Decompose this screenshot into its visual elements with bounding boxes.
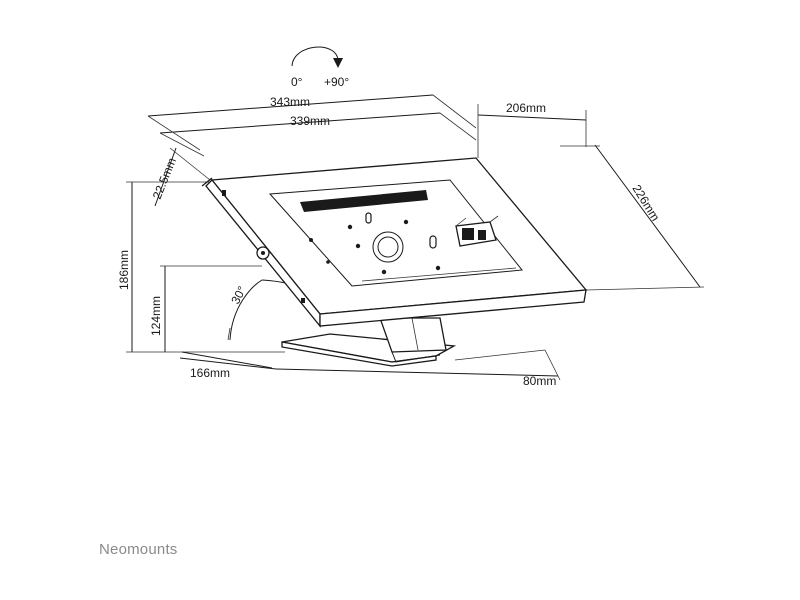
frame-height-label: 226mm [629, 182, 662, 223]
width-dimension-lines [147, 94, 477, 157]
thickness-dimension-lines [154, 147, 211, 207]
inner-width-label: 339mm [290, 114, 330, 128]
base-width-label: 80mm [523, 374, 556, 388]
pivot-height-label: 124mm [149, 296, 163, 336]
total-height-label: 186mm [117, 250, 131, 290]
top-slot-icon [300, 190, 428, 212]
depth-label: 206mm [506, 101, 546, 115]
outer-width-label: 343mm [270, 95, 310, 109]
side-slot-icon [429, 235, 437, 249]
stand-base [281, 317, 457, 367]
base-length-label: 166mm [190, 366, 230, 380]
depth-dimension-lines [477, 104, 587, 158]
lock-bracket-icon [455, 215, 499, 247]
tablet-housing [201, 157, 588, 328]
rotation-start-label: 0° [291, 75, 303, 89]
tablet-recess [268, 179, 523, 287]
rotation-end-label: +90° [324, 75, 349, 89]
total-height-dimension-lines [126, 181, 285, 353]
rotation-arrow-icon [291, 46, 343, 68]
pivot-height-dimension-lines [160, 265, 262, 352]
base-dimension-lines [179, 349, 561, 381]
brand-logo: Neomounts [99, 541, 178, 558]
top-keyhole-icon [365, 212, 372, 224]
frame-height-dimension-lines [560, 144, 705, 291]
tilt-angle-label: 30° [228, 284, 249, 307]
thickness-label: 22.5mm [150, 156, 179, 201]
center-mount-icon [372, 231, 404, 263]
